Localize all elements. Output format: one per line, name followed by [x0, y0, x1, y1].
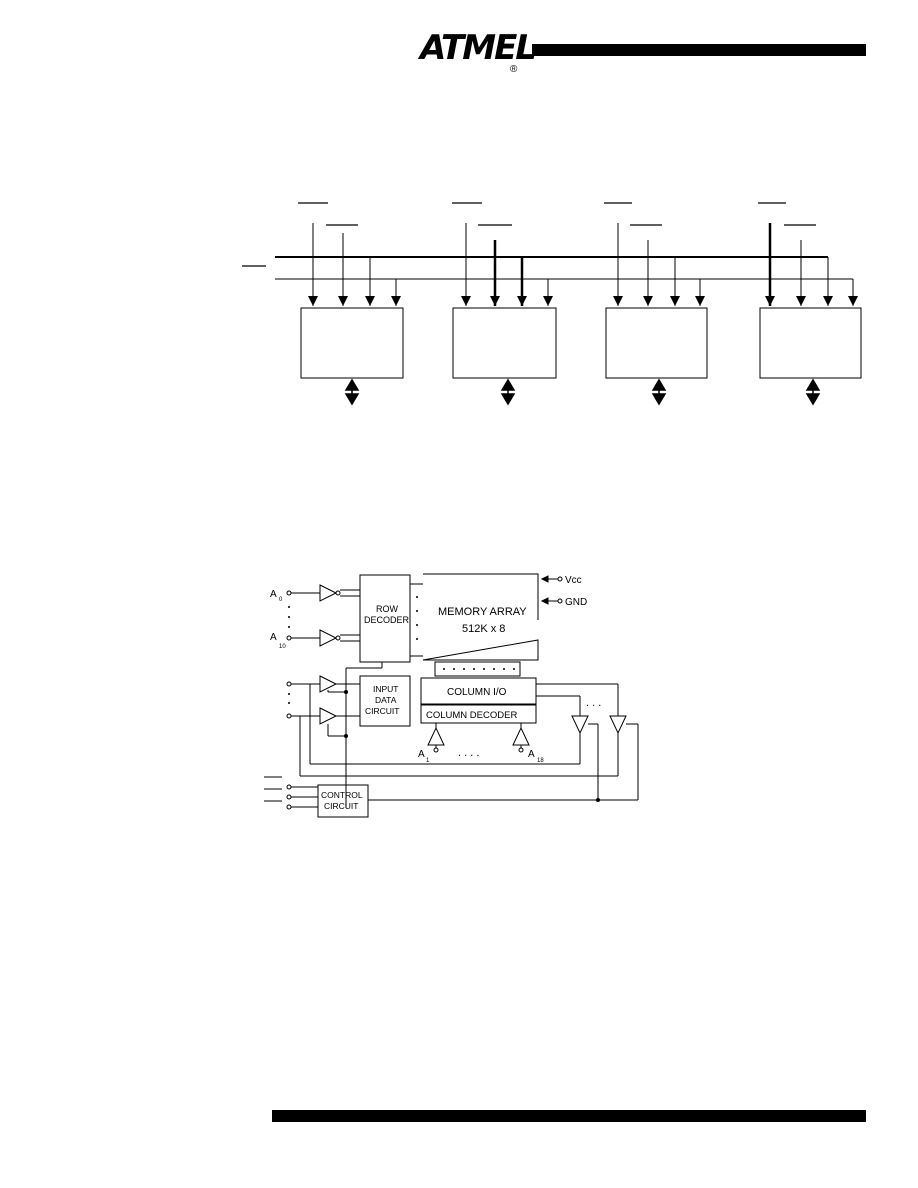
data-in-buffer-bottom: [319, 707, 338, 725]
atmel-logo: ATMEL ®: [420, 26, 537, 76]
addr-row-last-sub: 10: [279, 644, 286, 650]
control-circuit-box: [317, 784, 369, 818]
row-buffer-bottom: [319, 629, 338, 647]
row-buffer-top: [319, 584, 338, 602]
col-ellipsis: . . . .: [458, 747, 479, 759]
input-data-label-1: INPUT: [373, 684, 399, 694]
memory-array-label: MEMORY ARRAY: [438, 606, 527, 618]
memory-array-size: 512K x 8: [462, 623, 505, 635]
row-decoder-box: [359, 574, 411, 663]
row-decoder-label-1: ROW: [376, 604, 399, 614]
addr-row-last: A: [270, 632, 277, 643]
vcc-label: Vcc: [565, 575, 582, 586]
gnd-label: GND: [565, 597, 587, 608]
column-decoder-label: COLUMN DECODER: [426, 710, 517, 721]
footer-rule: [272, 1110, 866, 1122]
memory-module-3: [605, 307, 708, 379]
input-data-circuit-box: [359, 675, 411, 727]
control-label-1: CONTROL: [321, 790, 363, 800]
row-connection-dots: [416, 596, 418, 640]
row-decoder-label-2: DECODER: [364, 615, 410, 625]
input-data-label-2: DATA: [375, 695, 397, 705]
addr-col-first: A: [418, 749, 425, 760]
memory-module-4: [759, 307, 862, 379]
control-label-2: CIRCUIT: [324, 801, 358, 811]
input-data-label-3: CIRCUIT: [365, 706, 399, 716]
data-in-buffer-top: [319, 675, 338, 693]
col-buffer-right: [512, 726, 530, 746]
header-rule: [532, 44, 866, 56]
addr-col-last: A: [528, 749, 535, 760]
output-buffer-1: [571, 715, 589, 735]
addr-col-last-sub: 18: [537, 758, 544, 764]
addr-row-first: A: [270, 589, 277, 600]
memory-array-box: [422, 573, 539, 661]
data-io-arrows: [344, 378, 821, 406]
module-connection-diagram: [242, 202, 862, 406]
addr-col-first-sub: 1: [426, 758, 430, 764]
addr-row-first-sub: 0: [279, 597, 283, 603]
output-ellipsis: . . .: [586, 697, 601, 709]
logo-text: ATMEL: [420, 28, 537, 68]
block-diagram: MEMORY ARRAY 512K x 8 Vcc GND ROW DECODE…: [264, 573, 639, 818]
column-io-box: [420, 677, 537, 705]
output-buffer-2: [609, 715, 627, 735]
column-dots: [443, 668, 515, 670]
registered-mark: ®: [510, 64, 518, 75]
column-io-label: COLUMN I/O: [447, 687, 507, 698]
memory-module-1: [300, 307, 404, 379]
column-decoder-box: [420, 704, 537, 724]
memory-module-2: [452, 307, 557, 379]
col-buffer-left: [427, 726, 445, 746]
